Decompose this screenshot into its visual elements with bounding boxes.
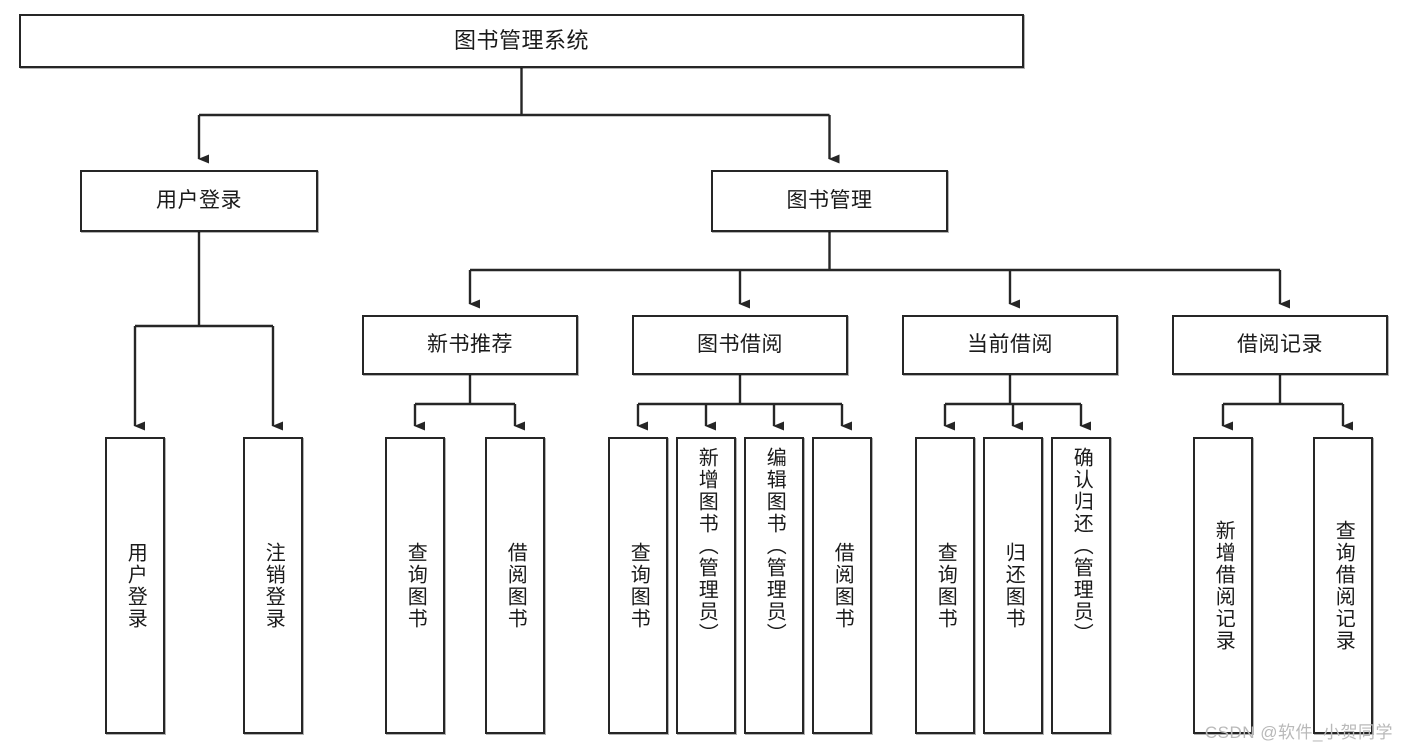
node-leaf-add-record-label: 新增借阅记录 [1212,519,1235,652]
node-user-login-label: 用户登录 [156,188,242,212]
node-leaf-user-login[interactable]: 用户登录 [105,437,165,734]
node-leaf-add-record[interactable]: 新增借阅记录 [1193,437,1253,734]
node-new-book-recommend-label: 新书推荐 [427,332,513,356]
node-borrow-record-label: 借阅记录 [1237,332,1323,356]
node-book-manage[interactable]: 图书管理 [711,170,948,232]
node-leaf-confirm-return-label: 确认归还（管理员） [1070,447,1093,645]
node-leaf-edit-book[interactable]: 编辑图书（管理员） [744,437,804,734]
node-leaf-return-book[interactable]: 归还图书 [983,437,1043,734]
node-leaf-borrow-book-1-label: 借阅图书 [504,541,527,630]
node-root-label: 图书管理系统 [453,28,589,54]
node-leaf-edit-book-label: 编辑图书（管理员） [763,447,786,645]
node-current-borrow[interactable]: 当前借阅 [902,315,1118,375]
node-book-borrow-label: 图书借阅 [697,332,783,356]
node-leaf-query-book-2-label: 查询图书 [627,541,650,630]
node-leaf-query-book-1-label: 查询图书 [404,541,427,630]
node-root[interactable]: 图书管理系统 [19,14,1024,68]
node-leaf-query-book-2[interactable]: 查询图书 [608,437,668,734]
node-leaf-add-book[interactable]: 新增图书（管理员） [676,437,736,734]
node-leaf-confirm-return[interactable]: 确认归还（管理员） [1051,437,1111,734]
node-leaf-user-login-label: 用户登录 [124,541,147,630]
node-book-manage-label: 图书管理 [786,188,873,212]
node-book-borrow[interactable]: 图书借阅 [632,315,848,375]
node-leaf-user-logout[interactable]: 注销登录 [243,437,303,734]
node-leaf-borrow-book-2[interactable]: 借阅图书 [812,437,872,734]
node-leaf-borrow-book-1[interactable]: 借阅图书 [485,437,545,734]
node-user-login[interactable]: 用户登录 [80,170,318,232]
node-leaf-query-book-3[interactable]: 查询图书 [915,437,975,734]
node-leaf-return-book-label: 归还图书 [1002,541,1025,630]
node-leaf-borrow-book-2-label: 借阅图书 [831,541,854,630]
node-leaf-user-logout-label: 注销登录 [262,541,285,630]
node-leaf-query-book-3-label: 查询图书 [934,541,957,630]
node-leaf-query-book-1[interactable]: 查询图书 [385,437,445,734]
node-new-book-recommend[interactable]: 新书推荐 [362,315,578,375]
node-leaf-query-record-label: 查询借阅记录 [1332,519,1355,652]
node-leaf-add-book-label: 新增图书（管理员） [695,447,718,645]
node-borrow-record[interactable]: 借阅记录 [1172,315,1388,375]
node-leaf-query-record[interactable]: 查询借阅记录 [1313,437,1373,734]
csdn-watermark: CSDN @软件_小贺同学 [1204,723,1393,742]
node-current-borrow-label: 当前借阅 [967,332,1053,356]
